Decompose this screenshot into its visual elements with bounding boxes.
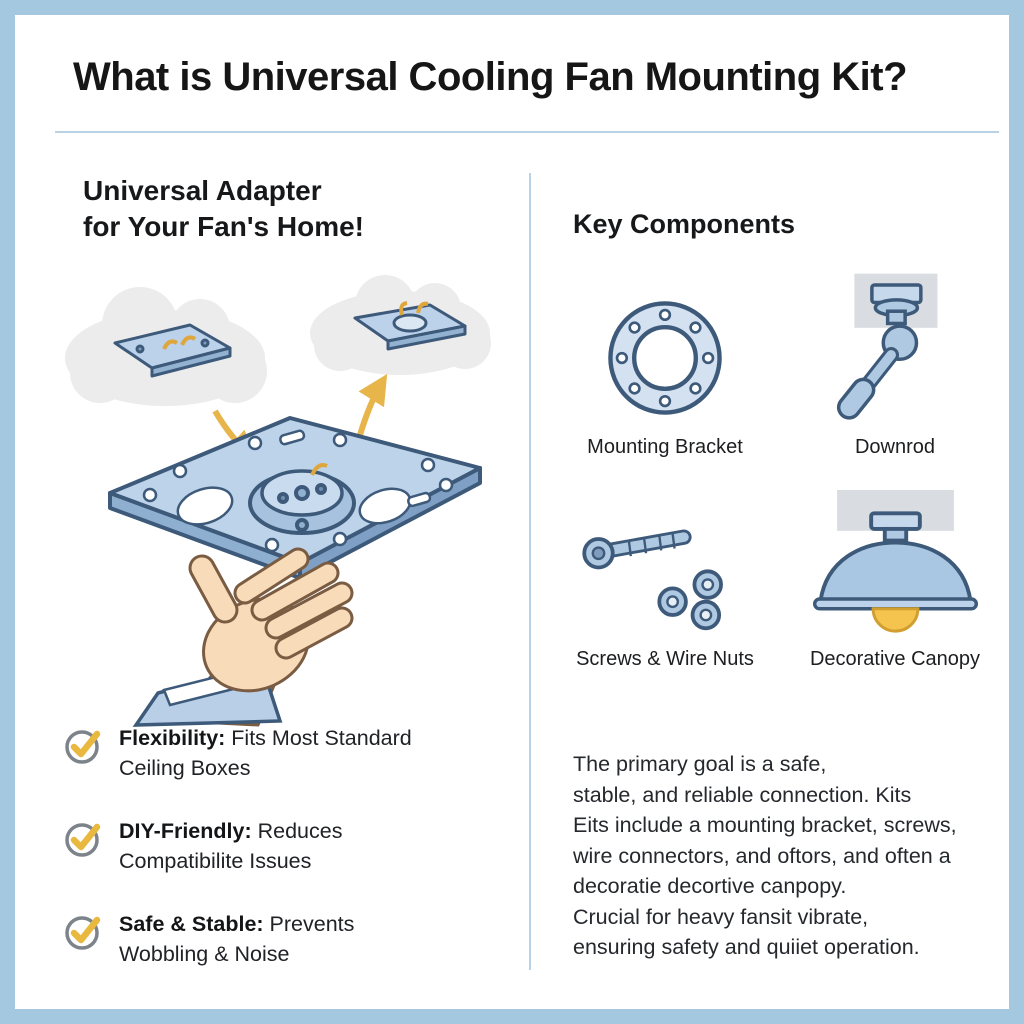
screws-wire-nuts-icon — [582, 529, 723, 631]
mounting-bracket-icon — [608, 301, 722, 415]
paragraph-line: ensuring safety and quiiet operation. — [573, 935, 920, 959]
checkmark-icon — [65, 823, 101, 857]
list-item: DIY-Friendly: Reduces Compatibilite Issu… — [63, 816, 463, 876]
checklist-text: Safe & Stable: Prevents Wobbling & Noise — [119, 909, 449, 969]
paragraph-line: The primary goal is a safe, — [573, 752, 827, 776]
decorative-canopy-icon — [812, 489, 978, 633]
key-components-heading: Key Components — [573, 209, 796, 239]
ceiling-box-left-icon — [113, 323, 232, 378]
column-divider — [529, 173, 531, 970]
list-item: Flexibility: Fits Most Standard Ceiling … — [63, 723, 463, 783]
left-heading: Universal Adapter for Your Fan's Home! — [83, 173, 364, 245]
title-divider — [55, 131, 999, 133]
checklist-text-rest: Fits Most Standard Ceiling Boxes — [119, 726, 412, 780]
checkmark-icon — [65, 730, 101, 764]
downrod-icon — [836, 273, 937, 420]
arrow-up-icon — [357, 373, 388, 436]
component-label: Mounting Bracket — [587, 436, 743, 458]
component-downrod: Downrod — [790, 271, 1000, 459]
hand-icon — [132, 547, 354, 727]
left-heading-line1: Universal Adapter — [83, 175, 322, 206]
ceiling-box-right-icon — [353, 301, 467, 351]
paragraph-line: stable, and reliable connection. Kits — [573, 782, 912, 807]
checklist-text: Flexibility: Fits Most Standard Ceiling … — [119, 723, 449, 783]
page-title: What is Universal Cooling Fan Mounting K… — [73, 55, 908, 99]
hand-plate-illustration-icon — [65, 275, 491, 727]
checklist-text-bold: DIY-Friendly: — [119, 819, 252, 843]
component-label: Screws & Wire Nuts — [576, 648, 754, 670]
paragraph-line: wire connectors, and oftors, and often a — [573, 843, 951, 868]
description-paragraph: The primary goal is a safe, stable, and … — [573, 749, 1003, 963]
component-label: Downrod — [854, 436, 936, 458]
checklist-text-rest: Reduces Compatibilite Issues — [119, 819, 343, 873]
checklist-text: DIY-Friendly: Reduces Compatibilite Issu… — [119, 816, 449, 876]
mounting-plate-icon — [108, 416, 482, 580]
checkmark-icon — [65, 916, 101, 950]
checklist-text-bold: Safe & Stable: — [119, 912, 264, 936]
components-grid: Mounting Bracket Downrod — [560, 271, 1000, 671]
paragraph-line: Eits include a mounting bracket, screws, — [573, 813, 957, 837]
checklist-text-rest: Prevents Wobbling & Noise — [119, 912, 355, 966]
benefits-checklist: Flexibility: Fits Most Standard Ceiling … — [63, 723, 463, 969]
component-decorative-canopy: Decorative Canopy — [790, 483, 1000, 671]
paragraph-line: Crucial for heavy fansit vibrate, — [573, 904, 869, 929]
component-screws-wire-nuts: Screws & Wire Nuts — [560, 483, 770, 671]
component-label: Decorative Canopy — [809, 648, 981, 670]
left-heading-line2: for Your Fan's Home! — [83, 211, 364, 242]
list-item: Safe & Stable: Prevents Wobbling & Noise — [63, 909, 463, 969]
checklist-text-bold: Flexibility: — [119, 726, 226, 750]
paragraph-line: decoratie decortive canpopy. — [573, 874, 847, 898]
component-mounting-bracket: Mounting Bracket — [560, 271, 770, 459]
